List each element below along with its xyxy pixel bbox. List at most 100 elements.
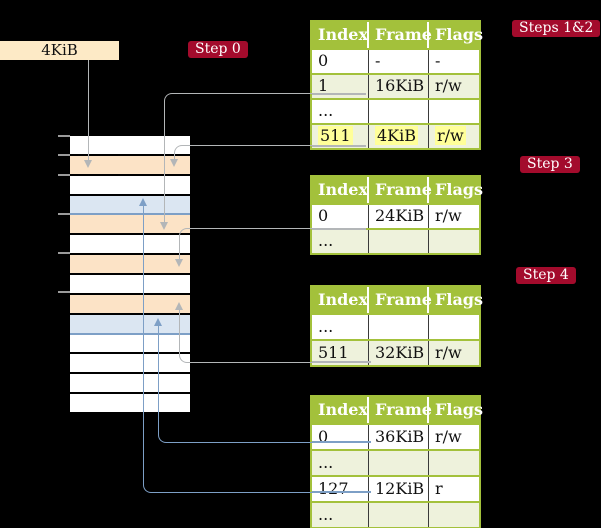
table-row-highlighted: 511 4KiB r/w	[312, 123, 479, 148]
cell-index: 0	[312, 425, 369, 449]
steps-1-2-badge: Steps 1&2	[512, 20, 601, 37]
arrow-l3-entry0-to-24kib	[179, 228, 312, 259]
arrow-4kib-label-to-frame	[88, 60, 90, 160]
header-index: Index	[312, 177, 369, 203]
cell-frame: 36KiB	[369, 425, 429, 449]
memory-tick	[58, 291, 70, 293]
header-flags: Flags	[435, 25, 483, 44]
header-flags: Flags	[435, 400, 483, 419]
memory-row	[70, 235, 190, 256]
arrowhead-down-icon	[84, 160, 92, 168]
table-row: 0 24KiB r/w	[312, 203, 479, 228]
cell-index: 1	[312, 75, 369, 98]
header-frame: Frame	[369, 287, 432, 313]
cell-index: ...	[312, 315, 369, 339]
memory-row	[70, 175, 190, 196]
table-row: 511 32KiB r/w	[312, 339, 479, 365]
cell-flags: r	[435, 479, 443, 498]
arrow-l1-entry127-to-12kib	[143, 206, 312, 493]
cell-index: ...	[312, 451, 369, 475]
cell-index: 127	[312, 477, 369, 501]
cell-frame: 12KiB	[369, 477, 429, 501]
page-table-step-4: Index Frame Flags ... 511 32KiB r/w	[310, 285, 483, 367]
table-row: 0 - -	[312, 48, 479, 73]
arrowhead-down-icon	[170, 159, 178, 167]
memory-row	[70, 394, 190, 413]
cell-frame	[369, 230, 429, 253]
connector-stub	[312, 93, 366, 95]
table-row: ...	[312, 313, 479, 339]
connector-stub	[312, 441, 371, 443]
cell-frame	[369, 503, 429, 527]
arrowhead-down-icon	[160, 222, 168, 230]
cell-frame: 16KiB	[369, 75, 429, 98]
header-frame: Frame	[369, 397, 432, 423]
header-frame: Frame	[369, 177, 432, 203]
cell-index: 511	[312, 125, 369, 148]
memory-row-12kib-frame	[70, 195, 190, 216]
table-row: ...	[312, 228, 479, 253]
table-header-row: Index Frame Flags	[312, 397, 483, 423]
cell-frame: -	[369, 50, 429, 73]
memory-row	[70, 136, 190, 156]
table-row: ...	[312, 449, 479, 475]
memory-row-4kib-table	[70, 155, 190, 176]
frame-size-label: 4KiB	[0, 41, 119, 60]
header-index: Index	[312, 397, 369, 423]
cell-flags	[429, 230, 479, 253]
cell-frame: 24KiB	[369, 205, 429, 228]
cell-index: ...	[312, 503, 369, 527]
physical-memory-column	[70, 136, 190, 413]
step-4-badge: Step 4	[516, 267, 576, 284]
page-table-steps-1-2: Index Frame Flags 0 - - 1 16KiB r/w ... …	[310, 20, 483, 150]
cell-flags: r/w	[435, 343, 462, 362]
highlight: 4KiB	[375, 126, 419, 145]
cell-flags	[429, 451, 479, 475]
arrowhead-up-icon	[139, 198, 147, 206]
arrowhead-down-icon	[175, 259, 183, 267]
header-flags: Flags	[435, 290, 483, 309]
connector-stub	[312, 228, 366, 230]
memory-row-24kib-table	[70, 255, 190, 276]
memory-row	[70, 354, 190, 375]
connector-stub	[312, 491, 371, 493]
arrow-l2-entry511-to-32kib	[179, 310, 312, 363]
memory-tick	[58, 154, 70, 156]
cell-frame: 4KiB	[369, 125, 429, 148]
cell-frame	[369, 315, 429, 339]
memory-row	[70, 374, 190, 395]
page-table-step-3: Index Frame Flags 0 24KiB r/w ...	[310, 175, 483, 255]
cell-index: ...	[312, 230, 369, 253]
cell-index: 0	[312, 205, 369, 228]
cell-flags	[429, 315, 479, 339]
cell-flags: r/w	[435, 427, 462, 446]
highlight: r/w	[435, 126, 466, 145]
connector-stub	[312, 361, 371, 363]
page-table-final: Index Frame Flags 0 36KiB r/w ... 127 12…	[310, 395, 483, 528]
header-index: Index	[312, 287, 369, 313]
memory-tick	[58, 252, 70, 254]
highlight: 511	[318, 126, 353, 145]
cell-frame	[369, 100, 429, 123]
memory-row-32kib-table	[70, 294, 190, 315]
arrow-l4-entry511-recursive	[174, 145, 312, 159]
cell-index: 0	[312, 50, 369, 73]
cell-frame: 32KiB	[369, 341, 429, 365]
memory-tick	[58, 174, 70, 176]
memory-row	[70, 275, 190, 295]
cell-flags: r/w	[435, 76, 462, 95]
header-flags: Flags	[435, 180, 483, 199]
cell-index: ...	[312, 100, 369, 123]
cell-flags: r/w	[429, 125, 479, 148]
step-3-badge: Step 3	[520, 156, 580, 173]
header-frame: Frame	[369, 22, 432, 48]
cell-index: 511	[312, 341, 369, 365]
arrowhead-up-icon	[154, 318, 162, 326]
arrow-l4-entry1-to-16kib	[164, 93, 312, 222]
cell-flags	[429, 503, 479, 527]
cell-frame	[369, 451, 429, 475]
table-row: 0 36KiB r/w	[312, 423, 479, 449]
arrow-l1-entry0-to-36kib	[158, 326, 312, 443]
arrowhead-up-icon	[175, 302, 183, 310]
